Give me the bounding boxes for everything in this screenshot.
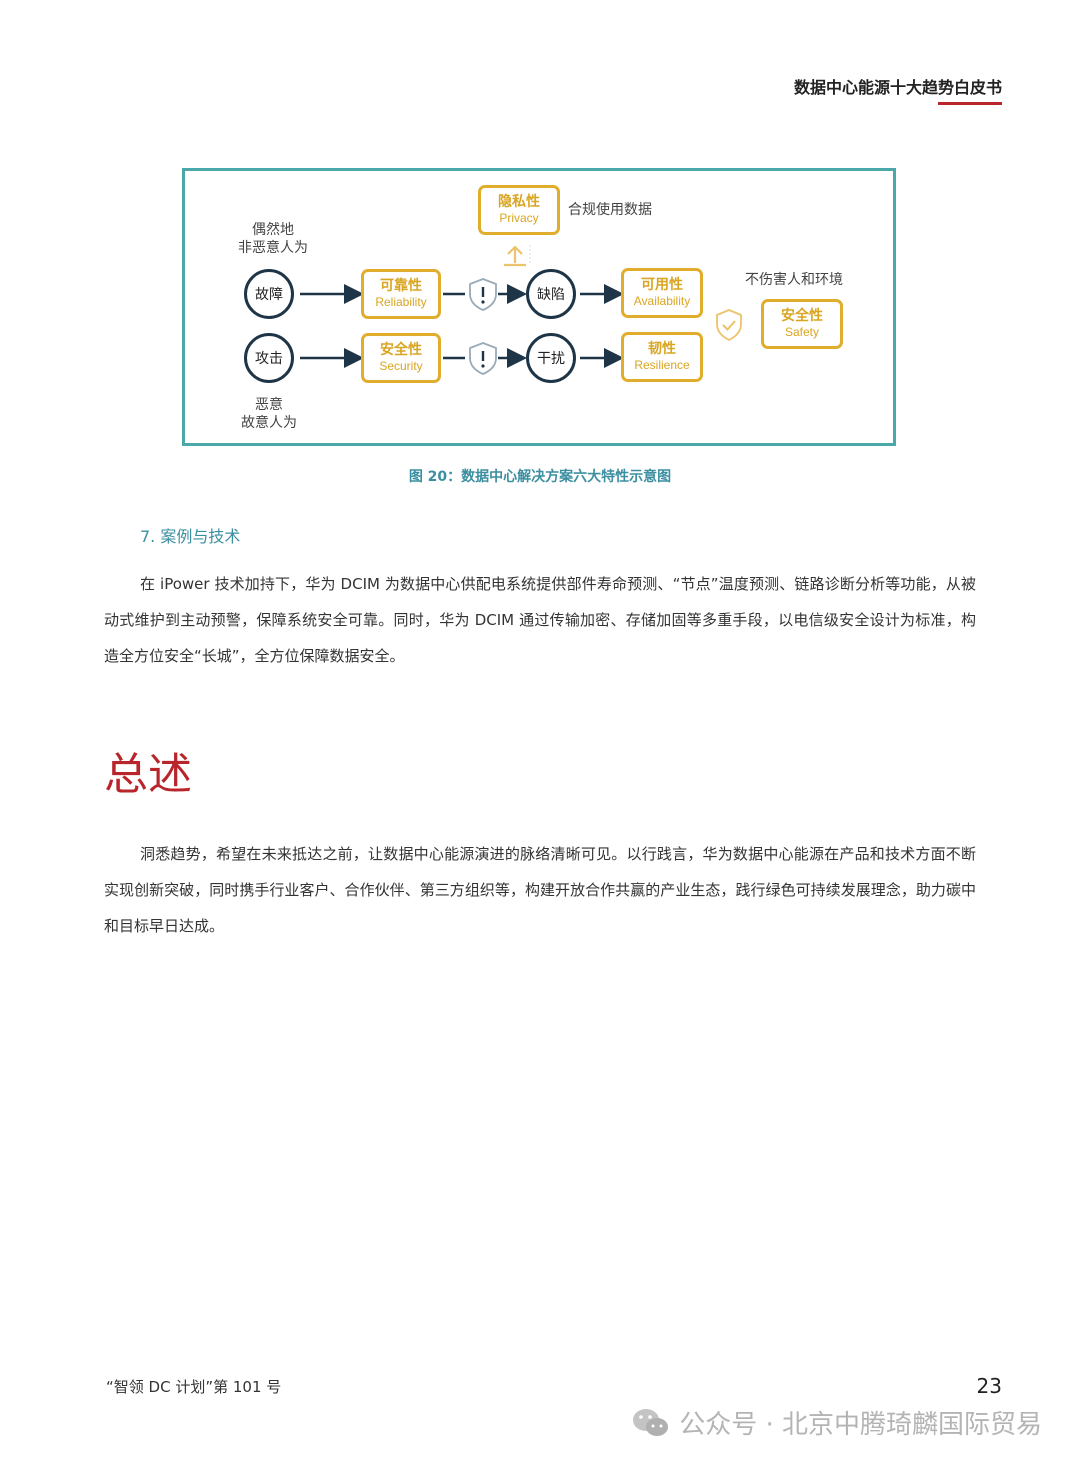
bottom-cause-line1: 恶意 bbox=[255, 397, 283, 413]
header-rule bbox=[938, 102, 1002, 105]
reliability-zh: 可靠性 bbox=[380, 278, 422, 294]
privacy-zh: 隐私性 bbox=[498, 194, 540, 210]
defect-node: 缺陷 bbox=[526, 269, 576, 319]
bottom-cause-line2: 故意人为 bbox=[241, 415, 297, 431]
fault-node: 故障 bbox=[244, 269, 294, 319]
availability-zh: 可用性 bbox=[641, 277, 683, 293]
reliability-en: Reliability bbox=[375, 295, 427, 309]
resilience-zh: 韧性 bbox=[648, 341, 676, 357]
reliability-box: 可靠性 Reliability bbox=[361, 269, 441, 319]
safety-note: 不伤害人和环境 bbox=[745, 272, 843, 288]
security-en: Security bbox=[379, 359, 423, 373]
header-title: 数据中心能源十大趋势白皮书 bbox=[793, 78, 1002, 97]
watermark: 公众号 · 北京中腾琦麟国际贸易 bbox=[631, 1404, 1042, 1441]
top-cause-line1: 偶然地 bbox=[252, 222, 294, 238]
top-cause-line2: 非恶意人为 bbox=[238, 240, 308, 256]
section7-paragraph: 在 iPower 技术加持下，华为 DCIM 为数据中心供配电系统提供部件寿命预… bbox=[104, 575, 976, 665]
shield-alert-icon bbox=[469, 278, 497, 311]
attack-node: 攻击 bbox=[244, 333, 294, 383]
page-number: 23 bbox=[976, 1374, 1002, 1398]
interference-node: 干扰 bbox=[526, 333, 576, 383]
characteristics-diagram: 隐私性 Privacy 合规使用数据 偶然地 非恶意人为 故障 可靠性 Reli… bbox=[182, 168, 896, 446]
shield-check-icon bbox=[716, 309, 742, 342]
diagram-connectors bbox=[300, 245, 742, 375]
privacy-en: Privacy bbox=[499, 211, 539, 225]
safety-en: Safety bbox=[784, 325, 820, 339]
figure-caption: 图 20：数据中心解决方案六大特性示意图 bbox=[408, 469, 672, 485]
upload-arrow-icon bbox=[504, 245, 531, 267]
privacy-note: 合规使用数据 bbox=[568, 202, 652, 218]
availability-box: 可用性 Availability bbox=[621, 268, 703, 318]
safety-box: 安全性 Safety bbox=[761, 299, 843, 349]
section7-heading: 7. 案例与技术 bbox=[140, 527, 241, 546]
resilience-box: 韧性 Resilience bbox=[621, 332, 703, 382]
shield-alert-icon bbox=[469, 342, 497, 375]
privacy-box: 隐私性 Privacy bbox=[478, 185, 560, 235]
security-box: 安全性 Security bbox=[361, 333, 441, 383]
wechat-icon bbox=[633, 1408, 669, 1436]
safety-zh: 安全性 bbox=[781, 308, 823, 324]
watermark-text: 公众号 · 北京中腾琦麟国际贸易 bbox=[679, 1410, 1042, 1440]
summary-paragraph: 洞悉趋势，希望在未来抵达之前，让数据中心能源演进的脉络清晰可见。以行践言，华为数… bbox=[104, 845, 976, 935]
availability-en: Availability bbox=[633, 294, 691, 308]
footer-plan-label: “智领 DC 计划”第 101 号 bbox=[106, 1378, 282, 1396]
summary-heading: 总述 bbox=[104, 749, 192, 800]
security-zh: 安全性 bbox=[380, 342, 422, 358]
resilience-en: Resilience bbox=[634, 358, 690, 372]
